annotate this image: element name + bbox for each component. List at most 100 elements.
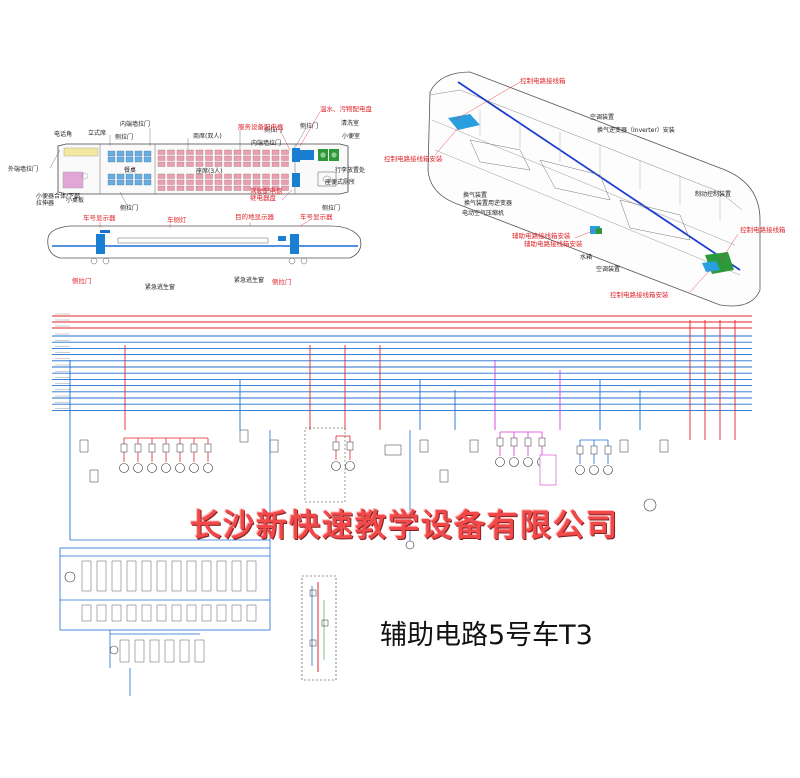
block-cell [141,560,152,592]
seat [281,173,289,179]
block-cell [171,560,182,592]
block-cell [141,604,152,622]
breaker [510,437,518,447]
motor [575,465,585,475]
label-aux-box-install-1: 辅助电路接线箱安装 [512,232,571,240]
breaker [604,445,612,455]
block-cell [171,604,182,622]
block-cell [96,560,107,592]
label-side-door-3: 侧拉门 [120,205,139,212]
label-ac-1: 空调装置 [590,114,615,121]
seat [233,173,242,179]
block-cell [119,639,130,663]
label-driving-panel: 驾驶配电盘 [250,187,283,195]
label-business-seat: 商席(双人) [193,133,222,140]
second-class-seats [157,149,289,191]
seat [125,179,134,186]
seat [125,156,134,163]
dashed-box [301,575,337,681]
seat [116,150,125,157]
block-cell [134,639,145,663]
seat [167,185,175,191]
block-cell [156,604,167,622]
label-side-door-2: 侧拉门 [264,127,283,134]
label-side-door-red-1: 侧拉门 [72,277,92,285]
seat [281,155,289,161]
block-cell [81,560,92,592]
seat [271,185,280,191]
seat [224,185,232,191]
contactor [79,439,89,453]
label-water-tank: 水箱 [580,254,593,261]
seat [195,161,204,167]
seat [281,149,289,155]
seat [176,173,185,179]
label-ctrl-box-2: 控制电路接线箱 [740,226,786,234]
label-service-panel: 服务设备配电盘 [238,123,284,131]
label-escape-1: 紧急逃生窗 [145,284,176,291]
bottom-left-block [59,547,271,696]
motor [203,463,213,473]
contactor [89,469,99,483]
first-class-seats [107,150,152,186]
breaker [590,445,598,455]
seat [281,185,289,191]
drop-wires [69,320,736,540]
block-cell [126,560,137,592]
motor [523,457,533,467]
seat [195,173,204,179]
seat [214,179,223,185]
relay-box [384,444,402,456]
block-cell [186,604,197,622]
seat [262,161,270,167]
block-cell [231,560,242,592]
seat [186,161,194,167]
seat [281,161,289,167]
seat [262,185,270,191]
seat [167,173,175,179]
motor [509,457,519,467]
seat [167,161,175,167]
breaker [134,443,142,453]
seat [243,149,251,155]
block-cell [231,604,242,622]
seat [157,155,166,161]
breaker [538,437,546,447]
seat [125,173,134,180]
block-cell [111,560,122,592]
seat [195,155,204,161]
car-3d-view [427,71,761,307]
label-car-number-1: 车号显示器 [83,214,116,222]
seat [143,156,152,163]
motor [175,463,185,473]
block-cell [81,604,92,622]
seat [186,155,194,161]
block-cell [246,604,257,622]
seat [186,149,194,155]
seat [214,173,223,179]
label-side-door-4: 侧拉门 [300,123,319,130]
seat [262,179,270,185]
block-cell [126,604,137,622]
motor [119,463,129,473]
contactor [439,469,449,483]
seat [233,185,242,191]
seat [252,179,261,185]
seat [134,156,143,163]
seat [157,185,166,191]
seat [262,155,270,161]
diagram-title: 辅助电路5号车T3 [380,620,593,651]
seat [116,156,125,163]
block-cell [216,560,227,592]
seat [252,149,261,155]
seat [143,150,152,157]
seat [195,179,204,185]
label-side-door-red-2: 侧拉门 [272,278,292,286]
seat [271,149,280,155]
label-side-lamp: 车侧灯 [167,216,187,224]
motor [189,463,199,473]
block-cell [216,604,227,622]
seat [167,179,175,185]
motor [345,461,355,471]
seat [134,173,143,180]
